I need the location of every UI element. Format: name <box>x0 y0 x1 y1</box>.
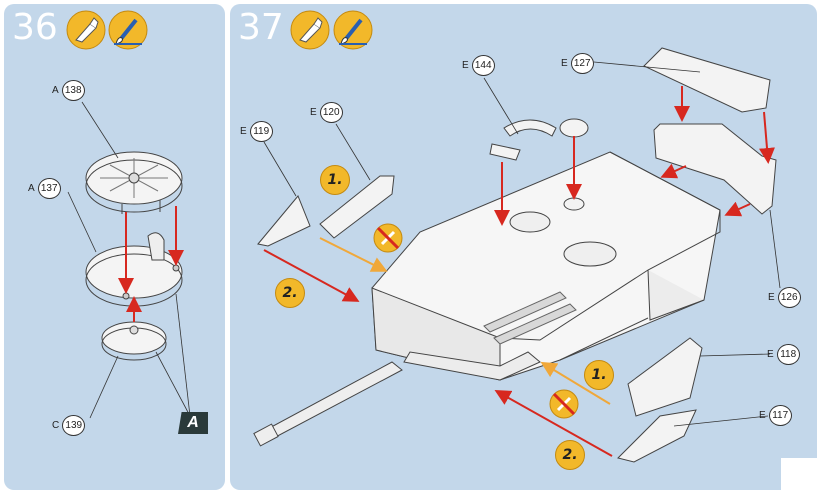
order-badge-2-left: 2. <box>275 278 305 308</box>
order-badge-1-right: 1. <box>584 360 614 390</box>
hull-body <box>371 151 721 381</box>
part-e119 <box>257 195 311 247</box>
part-e126 <box>653 123 777 215</box>
part-e118 <box>627 337 703 417</box>
page-corner-tab <box>781 458 821 496</box>
step-37-number: 37 <box>238 7 284 48</box>
order-badge-2-right: 2. <box>555 440 585 470</box>
front-plate <box>403 351 541 381</box>
engine-grilles <box>483 291 577 345</box>
no-glue-icon <box>549 389 579 419</box>
order-badge-1-left: 1. <box>320 165 350 195</box>
marker-a-tag: A <box>178 412 208 434</box>
part-e120 <box>319 175 395 239</box>
part-a138-disc <box>85 151 183 214</box>
paint-brush-icon <box>333 10 373 50</box>
part-e127 <box>643 47 771 113</box>
part-c139-hub <box>101 321 167 361</box>
no-glue-icon <box>373 223 403 253</box>
part-e144 <box>489 118 589 211</box>
part-e117 <box>617 409 697 463</box>
step-36-number: 36 <box>12 7 58 48</box>
turret-ring <box>509 211 617 267</box>
gun-barrel <box>253 361 403 447</box>
glue-tube-icon <box>66 10 106 50</box>
paint-brush-icon <box>108 10 148 50</box>
glue-tube-icon <box>290 10 330 50</box>
part-a137-ring <box>85 232 183 307</box>
step-36-panel <box>4 4 225 490</box>
